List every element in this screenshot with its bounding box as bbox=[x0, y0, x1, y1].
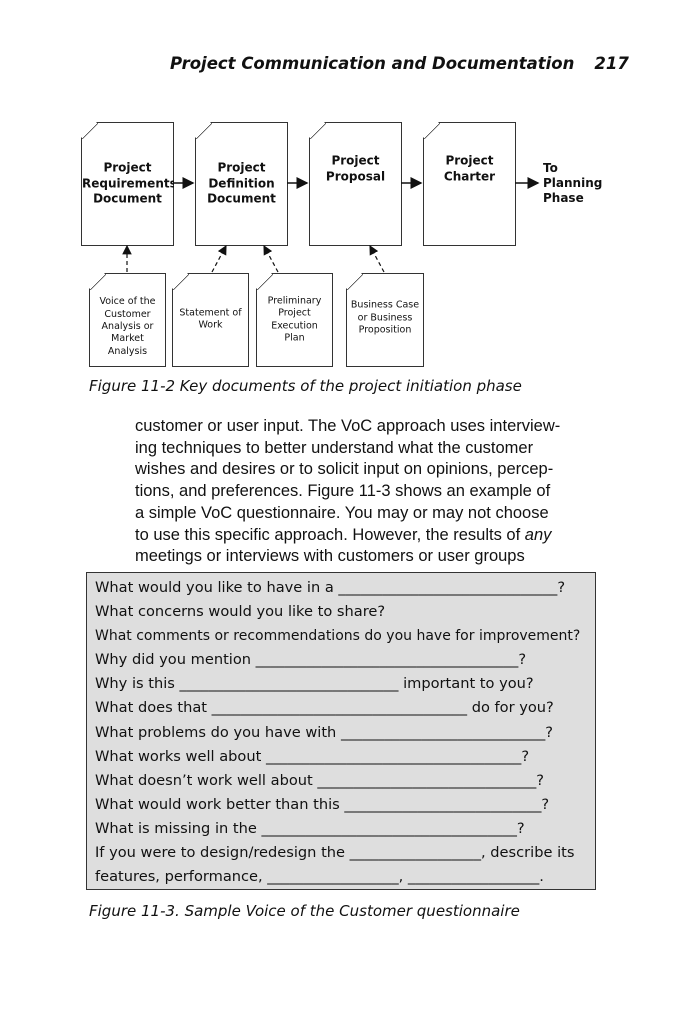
voc-questionnaire: What would you like to have in a _______… bbox=[86, 572, 596, 890]
text-line: wishes and desires or to solicit input o… bbox=[135, 460, 554, 479]
running-header: Project Communication and Documentation 2… bbox=[170, 54, 629, 73]
dashed-arrow bbox=[263, 244, 279, 273]
text-line: meetings or interviews with customers or… bbox=[135, 547, 525, 566]
planning-phase-label: To Planning Phase bbox=[543, 161, 603, 205]
question-line: What concerns would you like to share? bbox=[95, 603, 386, 621]
dashed-arrow bbox=[211, 244, 227, 273]
doc-label: Project Charter bbox=[443, 153, 496, 184]
doc-label: Project Definition Document bbox=[207, 160, 276, 206]
question-line: What works well about __________________… bbox=[95, 747, 530, 765]
statement-of-work-box: Statement of Work bbox=[172, 273, 249, 367]
question-line: Why did you mention ____________________… bbox=[95, 651, 527, 669]
voc-analysis-box: Voice of the Customer Analysis or Market… bbox=[89, 273, 166, 367]
question-line: Why is this ____________________________… bbox=[95, 675, 534, 693]
proposal-box: Project Proposal bbox=[309, 122, 402, 246]
question-line: What problems do you have with _________… bbox=[95, 723, 553, 741]
doc-label: Business Case or Business Proposition bbox=[350, 299, 420, 336]
question-line: What does that _________________________… bbox=[95, 699, 554, 717]
figure-caption: Figure 11-3. Sample Voice of the Custome… bbox=[89, 902, 520, 920]
doc-label: Project Requirements Document bbox=[82, 160, 177, 206]
doc-label: Preliminary Project Execution Plan bbox=[267, 295, 322, 344]
doc-label: Statement of Work bbox=[179, 307, 242, 331]
charter-box: Project Charter bbox=[423, 122, 516, 246]
question-line: What is missing in the _________________… bbox=[95, 819, 525, 837]
business-case-box: Business Case or Business Proposition bbox=[346, 273, 424, 367]
execution-plan-box: Preliminary Project Execution Plan bbox=[256, 273, 333, 367]
question-line: What would work better than this _______… bbox=[95, 795, 550, 813]
diagram-arrows bbox=[122, 177, 540, 273]
requirements-document-box: Project Requirements Document bbox=[81, 122, 174, 246]
doc-label: Voice of the Customer Analysis or Market… bbox=[99, 296, 156, 357]
text-line: tions, and preferences. Figure 11-3 show… bbox=[135, 482, 551, 501]
question-line: features, performance, _________________… bbox=[95, 868, 544, 886]
page-number: 217 bbox=[594, 54, 629, 73]
doc-label: Project Proposal bbox=[325, 153, 386, 184]
text-line: a simple VoC questionnaire. You may or m… bbox=[135, 503, 549, 522]
text-line: ing techniques to better understand what… bbox=[135, 438, 534, 457]
chapter-title: Project Communication and Documentation bbox=[170, 54, 575, 73]
dashed-arrow bbox=[369, 244, 385, 273]
definition-document-box: Project Definition Document bbox=[195, 122, 288, 246]
text-line: to use this specific approach. However, … bbox=[135, 525, 552, 544]
body-paragraph: customer or user input. The VoC approach… bbox=[135, 416, 600, 568]
question-line: What comments or recommendations do you … bbox=[95, 628, 581, 645]
question-line: What doesn’t work well about ___________… bbox=[95, 771, 545, 789]
figure-caption: Figure 11-2 Key documents of the project… bbox=[89, 377, 522, 395]
text-line: customer or user input. The VoC approach… bbox=[135, 417, 561, 435]
question-line: If you were to design/redesign the _____… bbox=[95, 844, 575, 862]
question-line: What would you like to have in a _______… bbox=[95, 579, 566, 596]
